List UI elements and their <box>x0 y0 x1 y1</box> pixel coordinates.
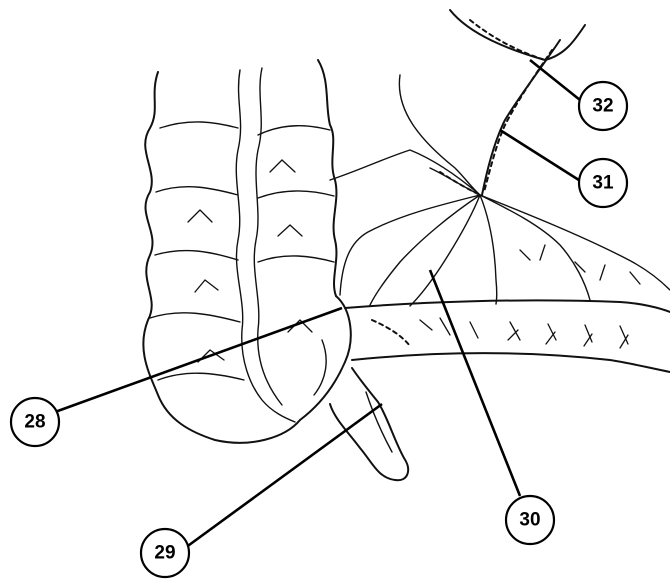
leader-line-31 <box>500 130 582 182</box>
leader-lines <box>55 60 582 548</box>
leader-line-32 <box>530 60 580 100</box>
callout-label: 28 <box>24 412 45 433</box>
callout-31: 31 <box>579 159 627 207</box>
callout-label: 31 <box>592 173 614 194</box>
terminal-ileum <box>345 300 670 372</box>
callout-label: 32 <box>592 96 613 117</box>
callout-label: 29 <box>154 543 175 564</box>
leader-line-29 <box>185 404 382 548</box>
ascending-colon <box>143 60 336 443</box>
leader-line-30 <box>430 270 520 496</box>
callout-label: 30 <box>519 510 540 531</box>
callout-28: 28 <box>11 398 59 446</box>
leader-line-28 <box>55 308 342 412</box>
appendix <box>330 368 408 480</box>
callout-32: 32 <box>579 82 627 130</box>
callout-30: 30 <box>506 496 554 544</box>
callout-29: 29 <box>141 529 189 577</box>
